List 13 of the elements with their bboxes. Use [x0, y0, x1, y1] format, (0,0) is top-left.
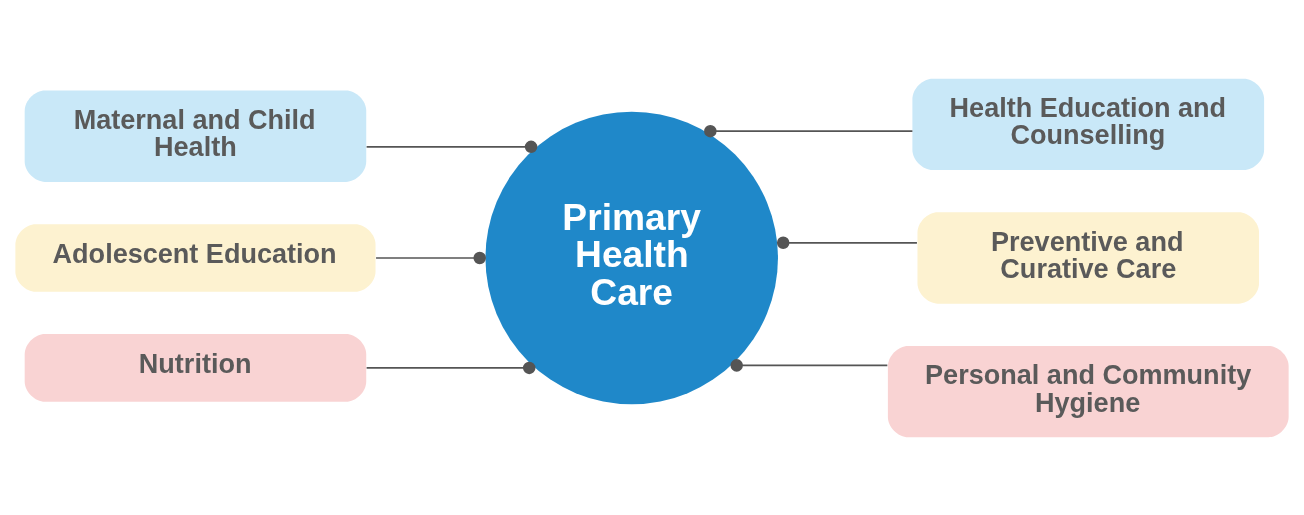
connector: [730, 358, 889, 372]
connector: [375, 251, 486, 264]
connector: [776, 236, 918, 249]
node-box: Nutrition: [24, 333, 367, 402]
node-box: Preventive and Curative Care: [917, 211, 1260, 304]
node-box: Personal and Community Hygiene: [887, 345, 1289, 437]
connector: [704, 124, 914, 137]
node-box: Adolescent Education: [15, 223, 376, 292]
node-box: Maternal and Child Health: [24, 90, 367, 182]
node-box: Health Education and Counselling: [912, 78, 1265, 170]
node-circle: Primary Health Care: [485, 111, 778, 404]
connector: [365, 361, 536, 374]
connector: [365, 140, 538, 153]
